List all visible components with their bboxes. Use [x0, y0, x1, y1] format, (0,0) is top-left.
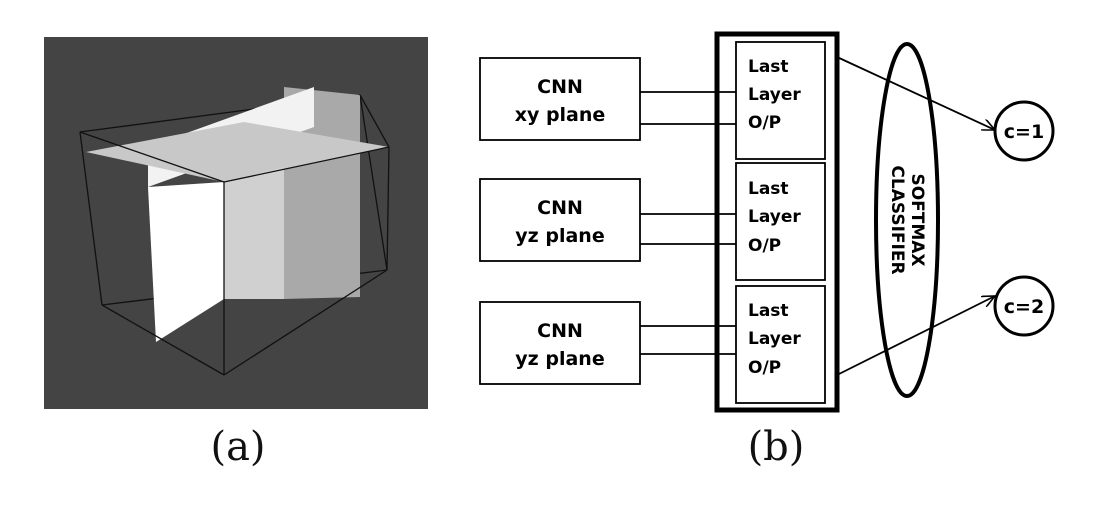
volume-render-panel	[44, 37, 428, 409]
last-layer-block-1: Last Layer O/P	[735, 41, 826, 160]
cnn-connectors	[640, 91, 736, 355]
softmax-label-line2: CLASSIFIER	[887, 165, 907, 274]
class-node-2-label: c=2	[1004, 296, 1044, 318]
volume-slices-image	[79, 87, 390, 376]
arrow-to-class-1	[836, 56, 995, 131]
cube-front-edges	[79, 94, 390, 376]
xz-plane-lower	[148, 182, 224, 342]
last-layer-block-3-line3: O/P	[748, 358, 781, 378]
xy-plane-slice	[86, 122, 389, 182]
last-layer-block-2-line3: O/P	[748, 236, 781, 256]
cnn-block-3: CNN yz plane	[479, 301, 641, 385]
class-node-1-label: c=1	[1004, 121, 1044, 143]
caption-b: (b)	[747, 424, 805, 470]
arrow-to-class-2	[836, 296, 995, 376]
last-layer-block-3-line2: Layer	[748, 329, 801, 349]
last-layer-block-3: Last Layer O/P	[735, 285, 826, 404]
cnn-block-1: CNN xy plane	[479, 57, 641, 141]
last-layer-block-1-line2: Layer	[748, 85, 801, 105]
last-layer-block-1-line1: Last	[748, 57, 789, 77]
last-layer-block-1-line3: O/P	[748, 113, 781, 133]
cnn-block-3-plane: yz plane	[515, 348, 604, 370]
xz-plane-lower-shadow	[224, 167, 284, 299]
class-node-1: c=1	[993, 100, 1055, 162]
cnn-softmax-diagram: CNN xy plane CNN yz plane CNN yz plane L…	[479, 31, 1055, 413]
softmax-classifier-ellipse	[874, 42, 940, 398]
last-layer-block-2-line1: Last	[748, 179, 789, 199]
last-layer-block-3-line1: Last	[748, 301, 789, 321]
last-layer-block-2: Last Layer O/P	[735, 162, 826, 281]
softmax-label-line1: SOFTMAX	[907, 173, 927, 266]
caption-a: (a)	[210, 424, 266, 470]
cnn-block-2-plane: yz plane	[515, 225, 604, 247]
softmax-classifier-label: SOFTMAX CLASSIFIER	[887, 165, 927, 274]
class-node-2: c=2	[993, 275, 1055, 337]
last-layer-block-2-line2: Layer	[748, 207, 801, 227]
cnn-block-3-title: CNN	[537, 320, 583, 342]
last-layer-container	[714, 31, 840, 413]
cnn-block-2-title: CNN	[537, 197, 583, 219]
cnn-block-1-title: CNN	[537, 76, 583, 98]
cnn-block-2: CNN yz plane	[479, 178, 641, 262]
cnn-block-1-plane: xy plane	[515, 104, 606, 126]
